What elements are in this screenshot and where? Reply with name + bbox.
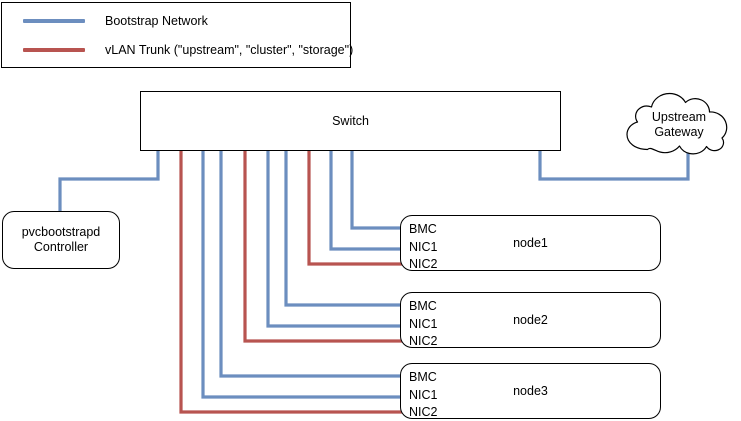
node2-label: node2 xyxy=(513,313,548,327)
node-box-node3: BMC NIC1 NIC2 node3 xyxy=(400,363,661,419)
cloud-icon xyxy=(626,92,728,155)
wire-switch-to-node3-nic1 xyxy=(201,151,402,399)
node2-port-list: BMC NIC1 NIC2 xyxy=(409,298,437,351)
node3-port-list: BMC NIC1 NIC2 xyxy=(409,369,437,421)
controller-label-line1: pvcbootstrapd xyxy=(21,224,101,239)
node-box-node1: BMC NIC1 NIC2 node1 xyxy=(400,215,661,271)
node2-port-bmc: BMC xyxy=(409,299,437,313)
upstream-gateway-node: Upstream Gateway xyxy=(621,88,737,160)
node1-port-nic2: NIC2 xyxy=(409,257,438,271)
node-box-node2: BMC NIC1 NIC2 node2 xyxy=(400,292,661,348)
wire-switch-to-node2-bmc xyxy=(284,151,402,307)
legend-label-vlan-trunk: vLAN Trunk ("upstream", "cluster", "stor… xyxy=(105,42,354,57)
node3-port-nic1: NIC1 xyxy=(409,387,438,402)
legend: Bootstrap Network vLAN Trunk ("upstream"… xyxy=(1,2,354,68)
upstream-gateway-label-group: Upstream Gateway xyxy=(621,88,737,160)
wire-switch-to-node1-nic1 xyxy=(329,151,402,251)
wire-switch-to-upstream-gateway xyxy=(538,151,690,181)
upstream-gateway-label-line1: Upstream xyxy=(651,109,707,124)
legend-item-bootstrap-network: Bootstrap Network xyxy=(2,10,350,32)
pvcbootstrapd-controller-node: pvcbootstrapd Controller xyxy=(2,211,120,269)
bootstrap-network-swatch xyxy=(23,19,85,23)
node1-port-list: BMC NIC1 NIC2 xyxy=(409,221,437,274)
legend-item-vlan-trunk: vLAN Trunk ("upstream", "cluster", "stor… xyxy=(2,39,354,61)
wire-switch-to-node3-bmc xyxy=(219,151,402,378)
wire-switch-to-node2-nic2 xyxy=(243,151,402,343)
wire-switch-to-node3-nic2 xyxy=(179,151,402,414)
node3-label: node3 xyxy=(513,384,548,398)
controller-label-line2: Controller xyxy=(33,240,89,254)
switch-node: Switch xyxy=(140,91,561,151)
switch-label: Switch xyxy=(332,114,369,128)
legend-label-bootstrap-network: Bootstrap Network xyxy=(105,13,208,28)
upstream-gateway-label-line2: Gateway xyxy=(654,125,704,139)
wire-switch-to-node2-nic1 xyxy=(266,151,402,328)
node3-port-bmc: BMC xyxy=(409,370,437,384)
controller-label-group: pvcbootstrapd Controller xyxy=(3,212,119,268)
node2-port-nic2: NIC2 xyxy=(409,334,438,348)
node3-port-nic2: NIC2 xyxy=(409,405,438,419)
vlan-trunk-swatch xyxy=(23,48,85,52)
node2-port-nic1: NIC1 xyxy=(409,316,438,331)
wire-switch-to-node1-nic2 xyxy=(307,151,402,266)
wire-switch-to-node1-bmc xyxy=(350,151,402,230)
wire-switch-to-controller xyxy=(58,151,160,212)
node1-port-bmc: BMC xyxy=(409,222,437,236)
node1-label: node1 xyxy=(513,236,548,250)
node1-port-nic1: NIC1 xyxy=(409,239,438,254)
